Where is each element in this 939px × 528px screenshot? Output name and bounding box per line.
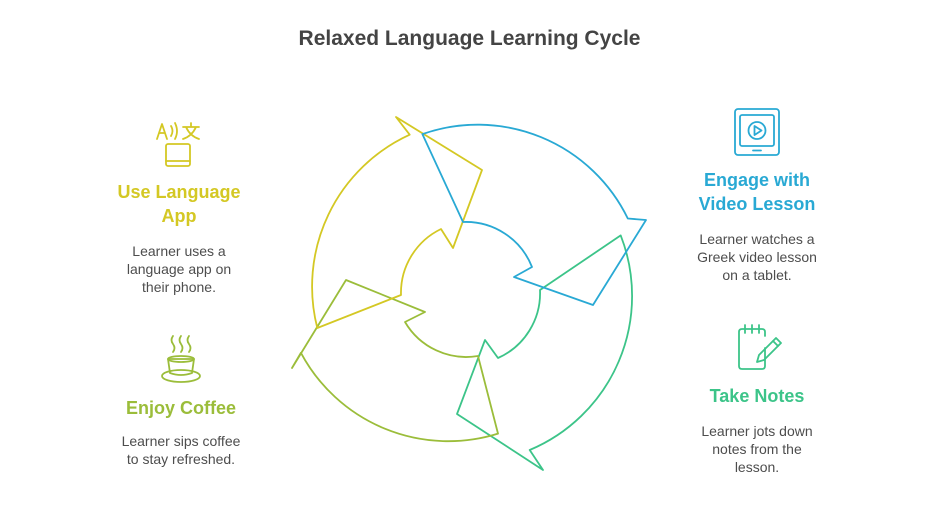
cycle-arrow-enjoy-coffee: [291, 279, 499, 443]
step-description: Learner watches a Greek video lesson on …: [697, 231, 817, 283]
diagram-title: Relaxed Language Learning Cycle: [298, 27, 641, 50]
step-take-notes: Take Notes Learner jots down notes from …: [667, 322, 847, 482]
video-tablet-icon: [731, 106, 783, 163]
step-heading: Use Language App: [117, 182, 241, 226]
step-description: Learner jots down notes from the lesson.: [701, 423, 813, 475]
step-heading: Engage with Video Lesson: [698, 170, 816, 214]
cycle-arrow-video-lesson: [421, 123, 647, 306]
step-description: Learner sips coffee to stay refreshed.: [121, 433, 241, 467]
step-heading: Enjoy Coffee: [125, 398, 236, 418]
step-heading: Take Notes: [709, 386, 805, 406]
step-engage-video-lesson: Engage with Video Lesson Learner watches…: [667, 106, 847, 286]
step-use-language-app: Use Language App Learner uses a language…: [89, 118, 269, 298]
step-description: Learner uses a language app on their pho…: [126, 243, 232, 295]
language-translate-phone-icon: [154, 118, 204, 175]
cycle-arrow-language-app: [311, 116, 483, 329]
step-enjoy-coffee: Enjoy Coffee Learner sips coffee to stay…: [91, 333, 271, 473]
cycle-arrow-take-notes: [456, 234, 633, 471]
notepad-pencil-icon: [731, 322, 783, 379]
coffee-cup-icon: [159, 333, 203, 390]
